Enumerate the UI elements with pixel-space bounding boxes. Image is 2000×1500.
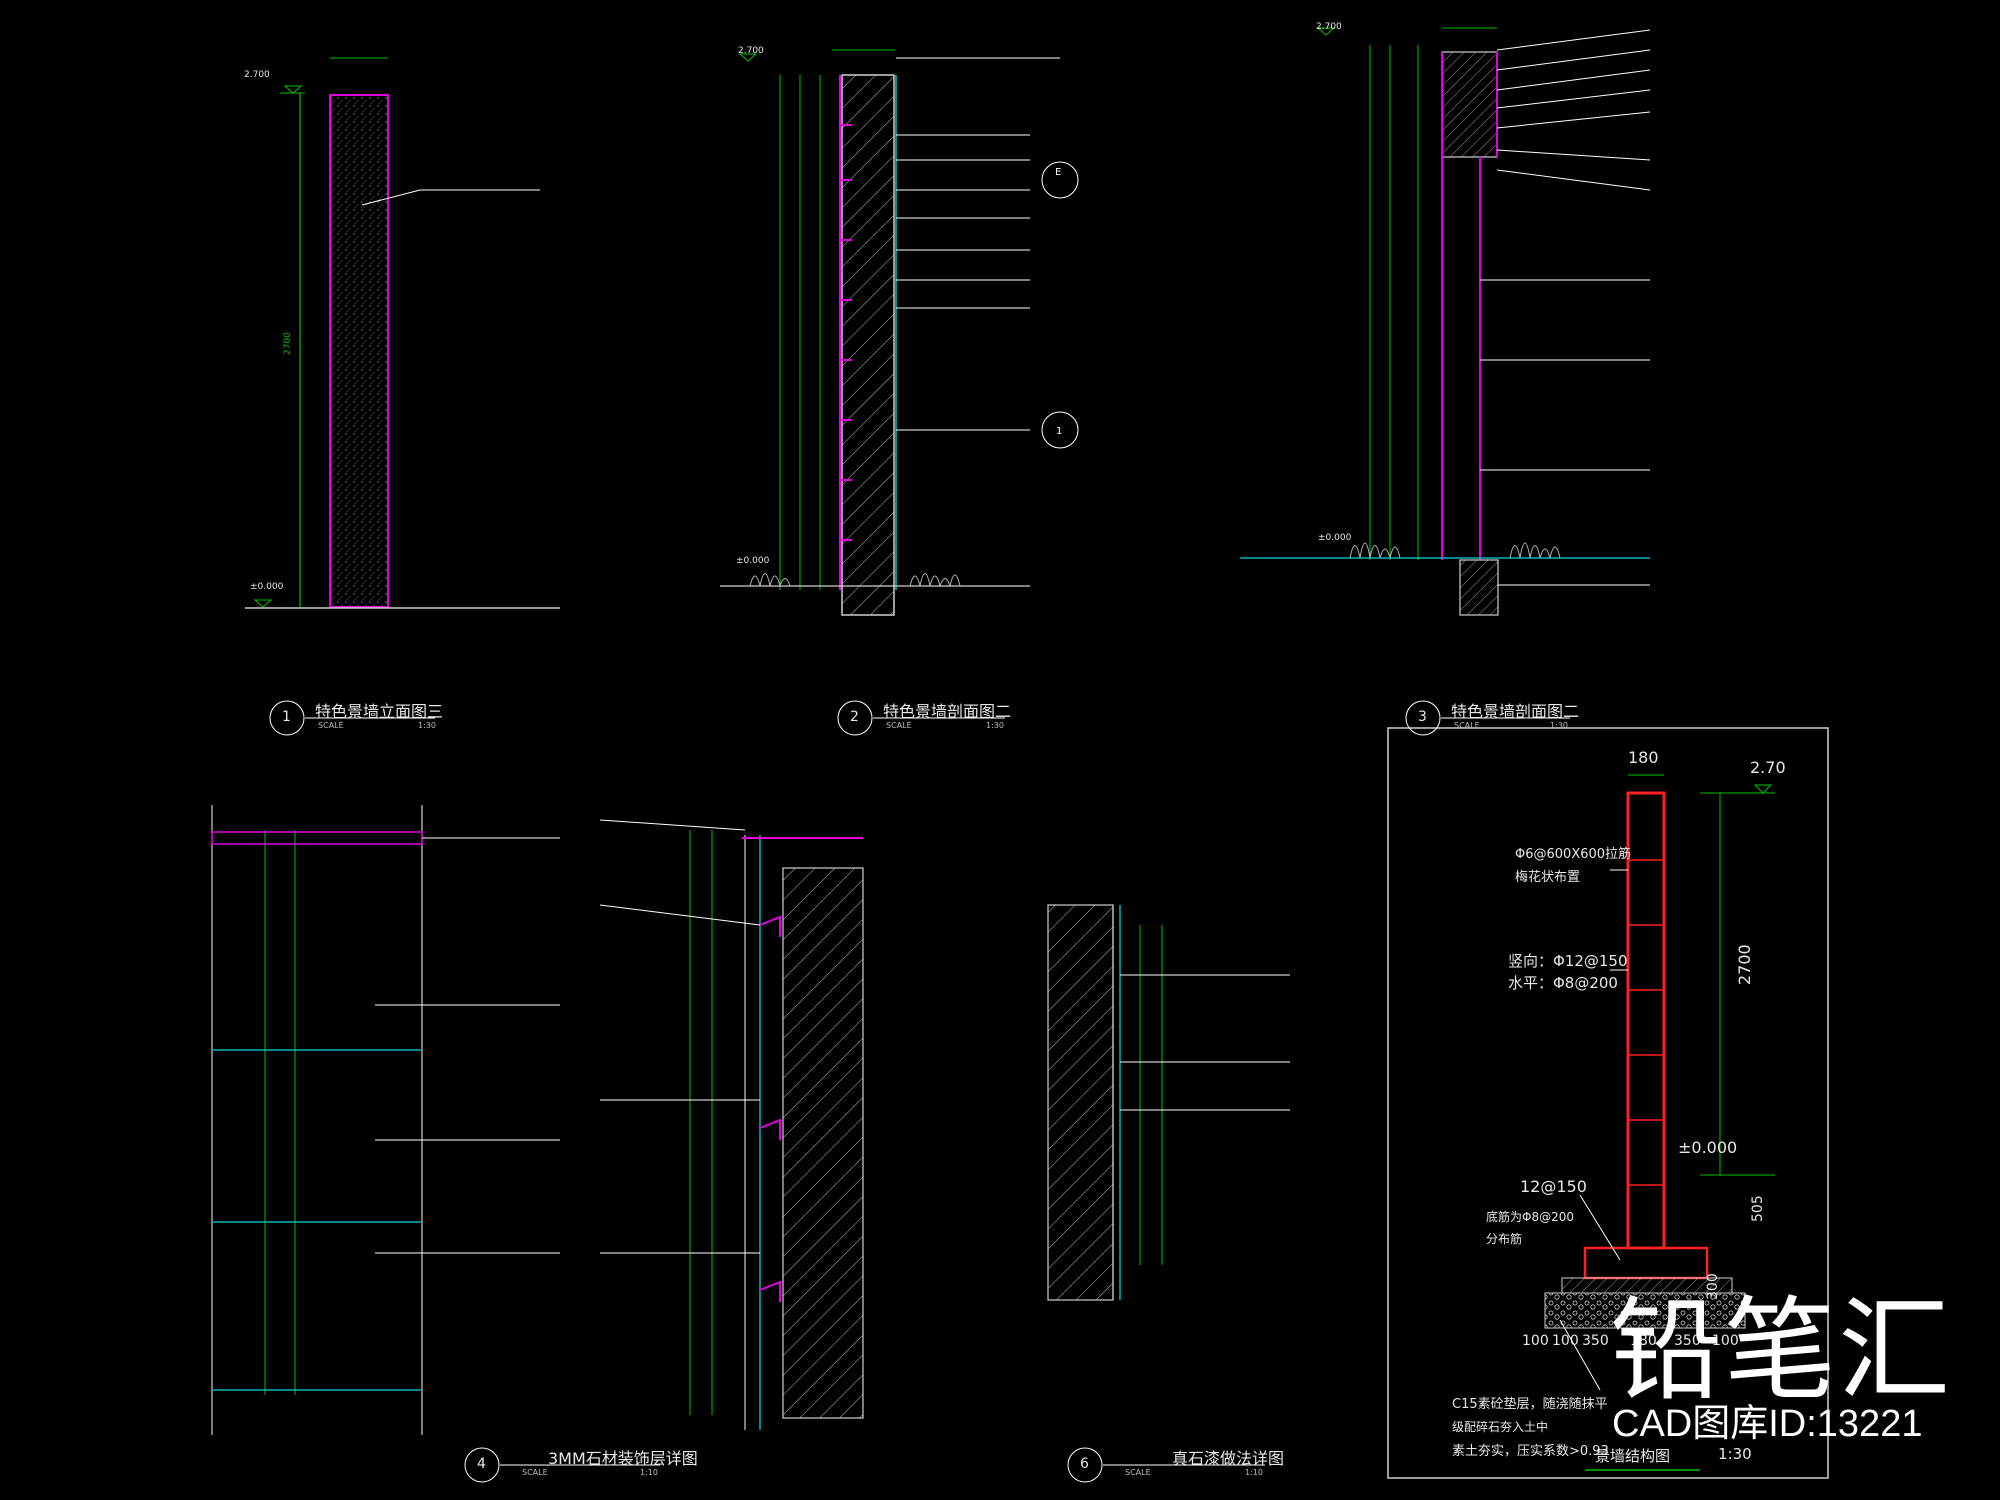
base-dim-4: 180 <box>1630 1333 1657 1349</box>
structure-title: 景墙结构图 <box>1595 1447 1671 1465</box>
detail-4-scale-label: SCALE <box>522 1468 548 1477</box>
detail-titles <box>269 700 1570 1483</box>
detail-2-title: 特色景墙剖面图二 <box>883 702 1012 721</box>
structure-top-level: 2.70 <box>1750 758 1786 777</box>
detail-2-scale-label: SCALE <box>886 721 912 730</box>
svg-text:2700: 2700 <box>283 332 293 355</box>
level-bottom-d1: ±0.000 <box>250 582 284 592</box>
rebar-vertical-label: 竖向：Φ12@150 <box>1508 952 1628 970</box>
detail-2-number: 2 <box>850 709 859 725</box>
base-dim-2: 100 <box>1552 1333 1579 1349</box>
detail-4-scale: 1:10 <box>640 1468 658 1477</box>
level-bottom-d2: ±0.000 <box>736 556 770 566</box>
rebar-mesh-label: Φ6@600X600拉筋 <box>1515 847 1632 862</box>
base-dim-6: 100 <box>1712 1333 1739 1349</box>
detail-4-number: 4 <box>477 1456 486 1472</box>
structure-note-2: 级配碎石夯入土中 <box>1452 1420 1549 1434</box>
watermark-brand: 铅笔汇 <box>1610 1286 1952 1416</box>
rebar-base-label: 12@150 <box>1520 1177 1587 1196</box>
detail-3-number: 3 <box>1418 709 1427 725</box>
detail-6-scale-label: SCALE <box>1125 1468 1151 1477</box>
detail-3-scale-label: SCALE <box>1454 721 1480 730</box>
structure-drawing <box>1544 774 1775 1471</box>
detail-1-elevation: 2700 <box>245 57 560 609</box>
level-top-d1: 2.700 <box>244 70 270 80</box>
structure-scale: 1:30 <box>1718 1445 1752 1463</box>
detail-2-section: E 1 <box>720 49 1079 616</box>
detail-2-scale: 1:30 <box>986 721 1004 730</box>
rebar-base-label-2: 底筋为Φ8@200 <box>1486 1210 1574 1224</box>
structure-note-3: 素土夯实，压实系数>0.93 <box>1452 1444 1609 1459</box>
ref-callout-1: 1 <box>1056 426 1062 437</box>
base-dim-3: 350 <box>1582 1333 1609 1349</box>
ref-callout-e: E <box>1055 167 1061 178</box>
rebar-base-label-3: 分布筋 <box>1486 1232 1523 1246</box>
detail-3-scale: 1:30 <box>1550 721 1568 730</box>
detail-4-stone-layer <box>211 805 864 1435</box>
level-top-d2: 2.700 <box>738 46 764 56</box>
structure-height-dim: 2700 <box>1735 944 1754 985</box>
detail-3-title: 特色景墙剖面图二 <box>1451 702 1580 721</box>
base-dim-5: 350 <box>1674 1333 1701 1349</box>
detail-6-title: 真石漆做法详图 <box>1172 1449 1285 1468</box>
structure-note-1: C15素砼垫层，随浇随抹平 <box>1452 1397 1608 1412</box>
detail-6-scale: 1:10 <box>1245 1468 1263 1477</box>
level-bottom-d3: ±0.000 <box>1318 533 1352 543</box>
detail-1-scale: 1:30 <box>418 721 436 730</box>
detail-1-scale-label: SCALE <box>318 721 344 730</box>
detail-1-title: 特色景墙立面图三 <box>315 702 444 721</box>
rebar-mesh-label-2: 梅花状布置 <box>1515 870 1581 885</box>
structure-footing-dim: 505 <box>1750 1195 1766 1222</box>
watermark-id: CAD图库ID:13221 <box>1612 1403 1923 1445</box>
detail-6-real-stone-paint <box>1047 904 1290 1301</box>
structure-width-dim: 180 <box>1628 748 1659 767</box>
structure-frame <box>1387 727 1829 1479</box>
detail-1-number: 1 <box>282 709 291 725</box>
detail-4-title: 3MM石材装饰层详图 <box>548 1449 698 1468</box>
base-dim-1: 100 <box>1522 1333 1549 1349</box>
rebar-horizontal-label: 水平：Φ8@200 <box>1508 974 1618 992</box>
detail-6-number: 6 <box>1080 1456 1089 1472</box>
level-top-d3: 2.700 <box>1316 22 1342 32</box>
detail-3-section <box>1240 27 1651 616</box>
structure-ground-level: ±0.000 <box>1678 1138 1738 1157</box>
